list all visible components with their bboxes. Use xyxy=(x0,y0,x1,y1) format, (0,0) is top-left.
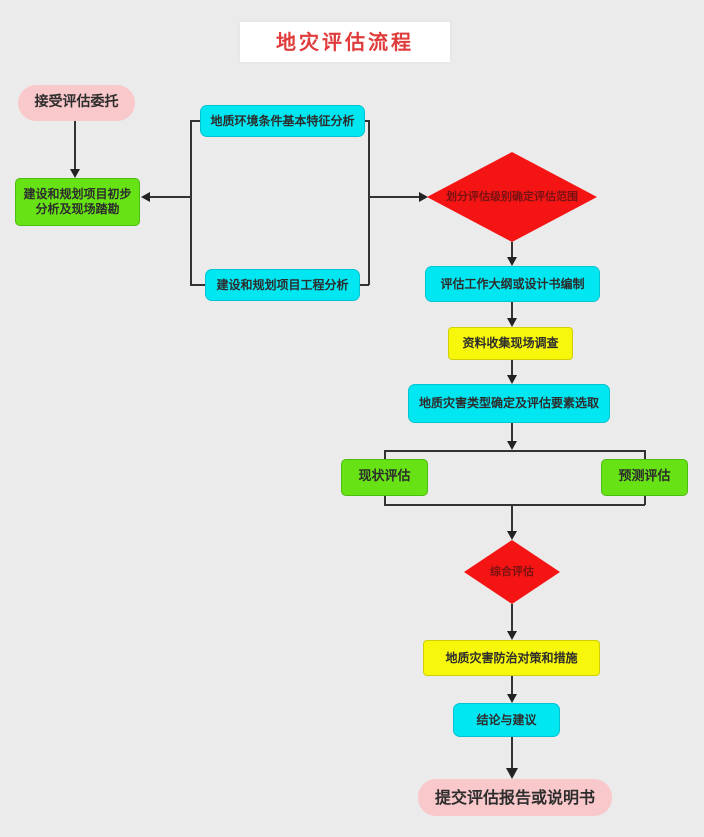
arrowhead-right-icon xyxy=(419,192,428,202)
node-decision-level-scope: 划分评估级别确定评估范围 xyxy=(427,152,597,242)
arrowhead-down-icon xyxy=(507,631,517,640)
arrowhead-down-icon xyxy=(506,768,518,779)
connector-decision-to-outline xyxy=(511,242,513,257)
node-start-terminal: 接受评估委托 xyxy=(18,85,135,121)
node-current-assessment: 现状评估 xyxy=(341,459,428,496)
connector-split-rail xyxy=(384,450,645,452)
arrowhead-left-icon xyxy=(141,192,150,202)
node-predictive-assessment: 预测评估 xyxy=(601,459,688,496)
node-end-terminal: 提交评估报告或说明书 xyxy=(418,779,612,816)
arrowhead-down-icon xyxy=(507,531,517,540)
connector-comprehensive-to-prevention xyxy=(511,604,513,631)
node-comprehensive-assessment: 综合评估 xyxy=(464,540,560,604)
node-work-outline: 评估工作大纲或设计书编制 xyxy=(425,266,600,302)
connector-conclusion-to-end xyxy=(511,737,513,768)
connector-right-bracket-bottom-stub xyxy=(360,284,369,286)
node-data-survey: 资料收集现场调查 xyxy=(448,327,573,360)
arrowhead-down-icon xyxy=(507,257,517,266)
arrowhead-down-icon xyxy=(70,169,80,178)
node-conclusion: 结论与建议 xyxy=(453,703,560,737)
connector-left-bracket xyxy=(190,120,192,285)
connector-right-bracket-top-stub xyxy=(365,120,369,122)
connector-left-bracket-top-stub xyxy=(190,120,200,122)
connector-outline-to-survey xyxy=(511,302,513,318)
connector-bracket-to-initial xyxy=(150,196,190,198)
connector-merge-to-comprehensive xyxy=(511,504,513,531)
connector-right-bracket xyxy=(368,120,370,285)
connector-merge-rail xyxy=(384,504,645,506)
connector-survey-to-type xyxy=(511,360,513,375)
node-geo-env-analysis: 地质环境条件基本特征分析 xyxy=(200,105,365,137)
connector-left-bracket-bottom-stub xyxy=(190,284,205,286)
node-project-analysis: 建设和规划项目工程分析 xyxy=(205,269,360,301)
page-title: 地灾评估流程 xyxy=(240,22,450,62)
arrowhead-down-icon xyxy=(507,318,517,327)
node-initial-analysis: 建设和规划项目初步分析及现场踏勘 xyxy=(15,178,140,226)
connector-bracket-to-decision xyxy=(368,196,419,198)
arrowhead-down-icon xyxy=(507,441,517,450)
connector-start-to-initial xyxy=(74,121,76,169)
connector-type-to-split xyxy=(511,423,513,441)
arrowhead-down-icon xyxy=(507,694,517,703)
connector-prevention-to-conclusion xyxy=(511,676,513,694)
node-prevention-measures: 地质灾害防治对策和措施 xyxy=(423,640,600,676)
node-hazard-type-selection: 地质灾害类型确定及评估要素选取 xyxy=(408,384,610,423)
arrowhead-down-icon xyxy=(507,375,517,384)
